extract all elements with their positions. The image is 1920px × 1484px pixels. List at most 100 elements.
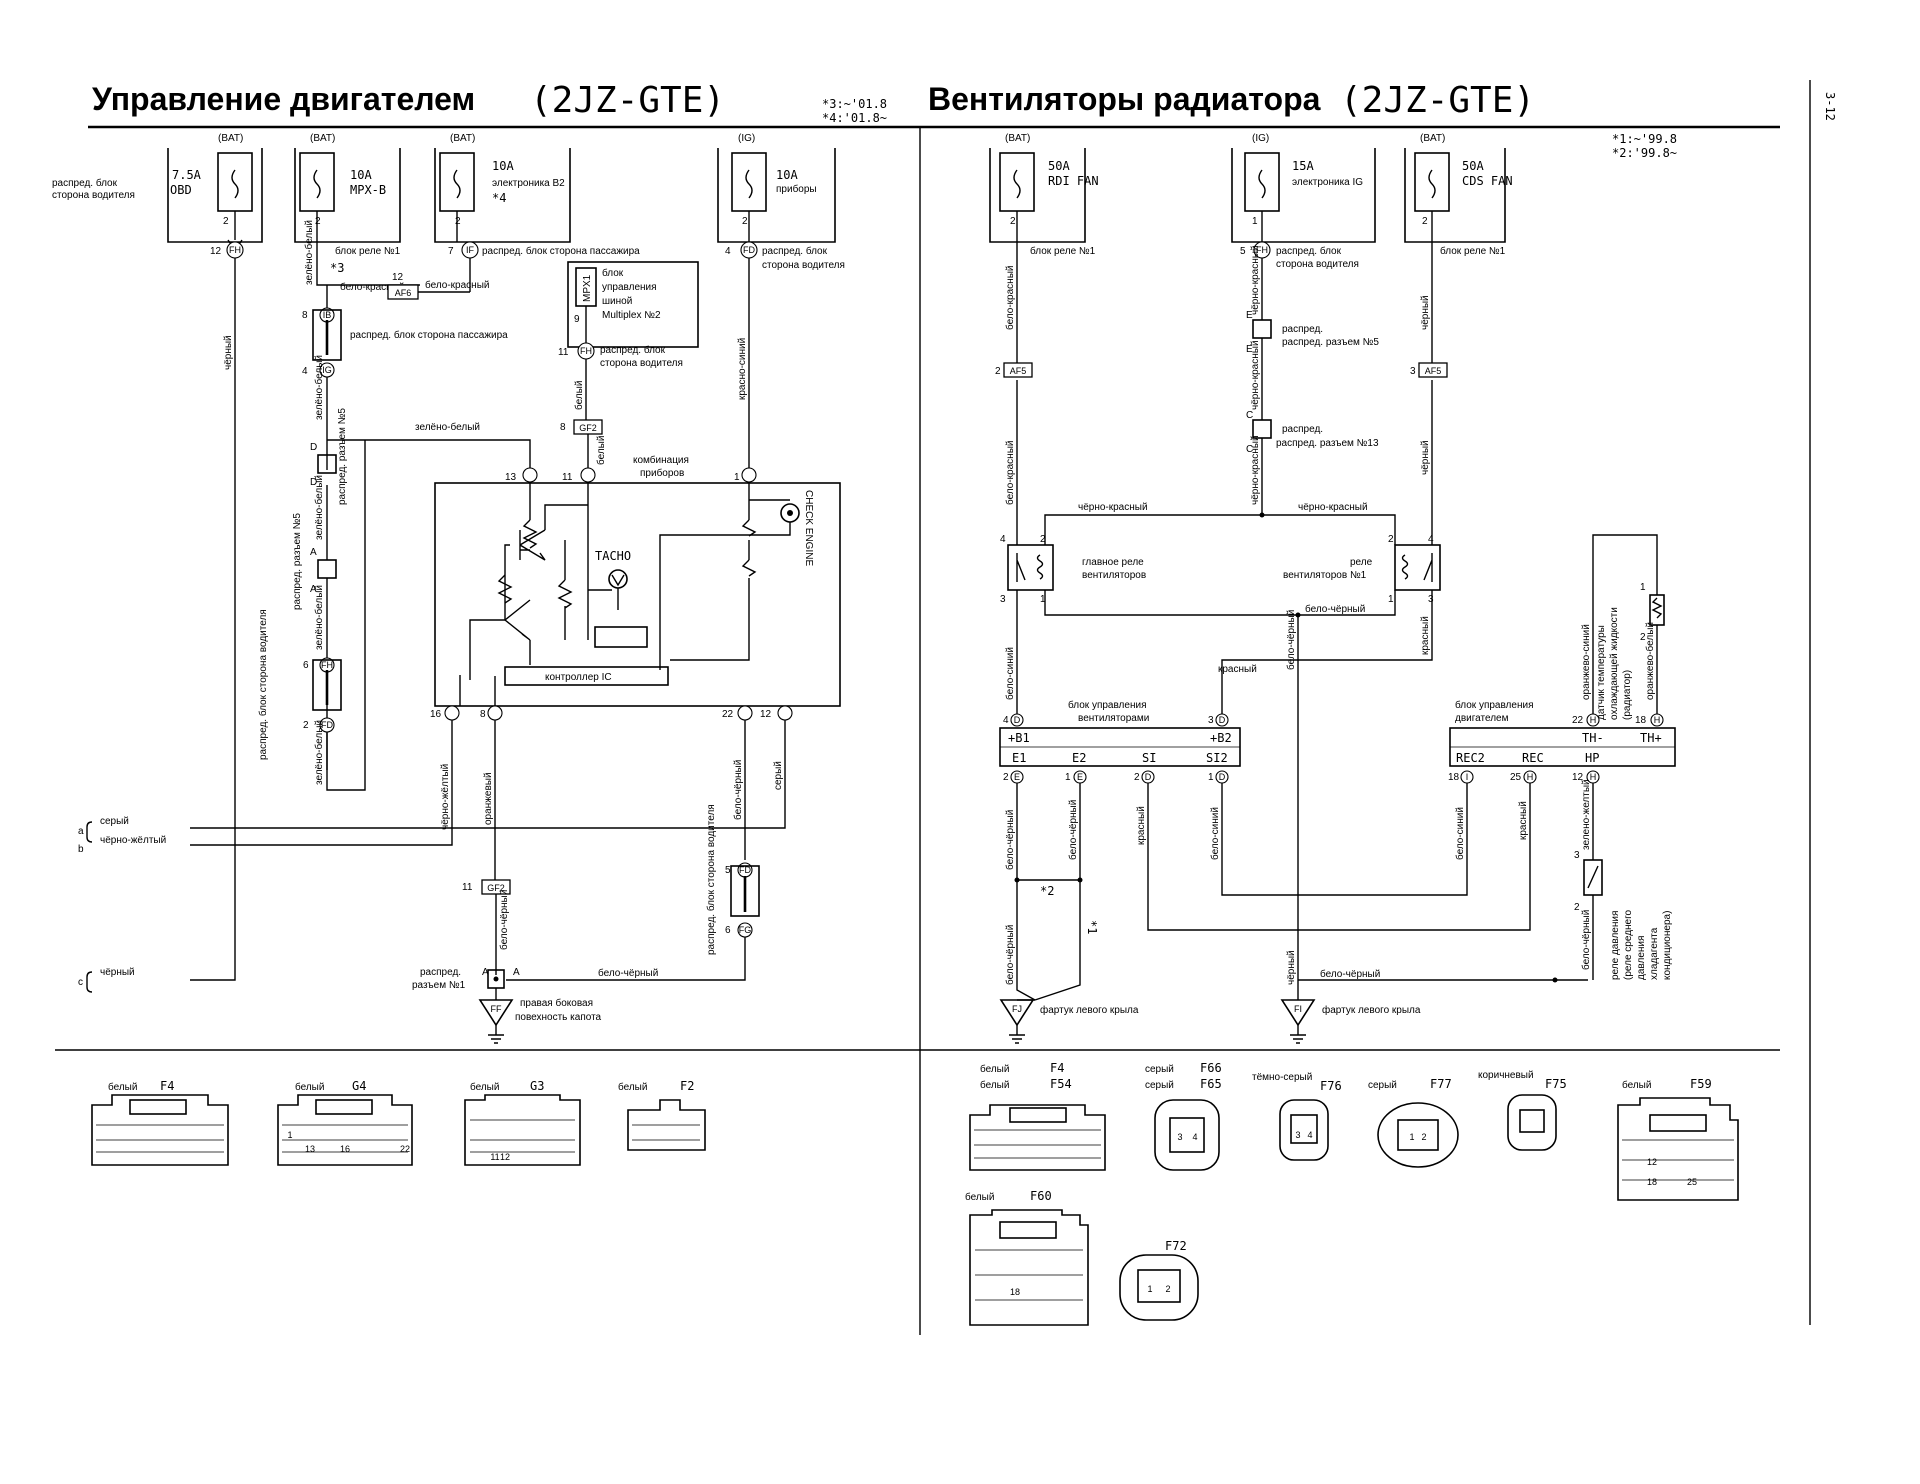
svg-text:CDS FAN: CDS FAN [1462, 174, 1513, 188]
svg-text:1: 1 [1147, 1284, 1152, 1294]
svg-text:A: A [513, 967, 520, 978]
svg-text:серый: серый [773, 761, 784, 790]
svg-text:F4: F4 [1050, 1061, 1064, 1075]
svg-text:бело-синий: бело-синий [1209, 807, 1221, 860]
svg-text:2: 2 [455, 216, 461, 227]
svg-text:(радиатор): (радиатор) [1622, 670, 1633, 720]
svg-text:распред. разъем №13: распред. разъем №13 [1276, 438, 1379, 449]
svg-text:F54: F54 [1050, 1077, 1072, 1091]
svg-text:белый: белый [618, 1081, 647, 1093]
svg-text:1: 1 [1388, 594, 1394, 605]
svg-text:красный: красный [1420, 616, 1431, 655]
svg-text:2: 2 [1422, 216, 1428, 227]
svg-text:чёрно-красный: чёрно-красный [1250, 245, 1261, 315]
svg-text:AF5: AF5 [1010, 366, 1027, 376]
svg-text:4: 4 [1003, 715, 1009, 726]
svg-text:5: 5 [1240, 246, 1246, 257]
svg-text:TH-: TH- [1582, 731, 1604, 745]
fuse-cds-fan: (BAT) 50A CDS FAN 2 [1404, 133, 1513, 243]
left-note-1: *3:~'01.8 [822, 97, 887, 111]
svg-text:блок реле №1: блок реле №1 [1030, 245, 1096, 257]
jb-driver-junction-fh: 6 FH 2 FD [303, 657, 342, 733]
svg-text:датчик температуры: датчик температуры [1596, 625, 1607, 720]
svg-text:двигателем: двигателем [1455, 713, 1509, 724]
svg-text:бело-чёрный: бело-чёрный [1580, 910, 1592, 970]
svg-text:*3: *3 [330, 261, 344, 275]
svg-text:красный: красный [1218, 664, 1257, 675]
svg-text:A: A [482, 967, 489, 978]
left-pin-fif-7: 7 IF [448, 211, 479, 292]
svg-text:GF2: GF2 [579, 423, 597, 433]
svg-text:серый: серый [1145, 1080, 1174, 1091]
svg-text:приборы: приборы [776, 183, 817, 195]
svg-text:E2: E2 [1072, 751, 1086, 765]
svg-text:FH: FH [321, 660, 333, 670]
svg-text:белый: белый [1622, 1079, 1651, 1091]
svg-text:6: 6 [725, 925, 731, 936]
svg-text:распред. разъем №5: распред. разъем №5 [292, 513, 303, 610]
svg-text:чёрный: чёрный [1286, 950, 1297, 985]
svg-text:*1: *1 [1085, 920, 1099, 934]
ground-ff: FF [478, 999, 514, 1044]
svg-text:F72: F72 [1165, 1239, 1187, 1253]
label-relay-block-1-left: блок реле №1 [335, 245, 401, 257]
wire-br-relays [1044, 514, 1396, 545]
svg-text:4: 4 [1307, 1130, 1312, 1140]
fuse-instruments: (IG) 10A приборы 2 [717, 133, 836, 243]
svg-text:I: I [1466, 772, 1469, 782]
svg-text:G3: G3 [530, 1079, 544, 1093]
svg-text:вентиляторами: вентиляторами [1078, 713, 1149, 724]
svg-text:F59: F59 [1690, 1077, 1712, 1091]
right-note-1: *1:~'99.8 [1612, 132, 1677, 146]
svg-text:D: D [1219, 715, 1226, 725]
svg-text:H: H [1654, 715, 1661, 725]
svg-text:H: H [1590, 772, 1597, 782]
svg-text:блок управления: блок управления [1068, 699, 1146, 711]
svg-text:F75: F75 [1545, 1077, 1567, 1091]
svg-text:зелёно-белый: зелёно-белый [313, 355, 325, 420]
svg-text:бело-чёрный: бело-чёрный [1004, 810, 1016, 870]
svg-text:оранжевый: оранжевый [483, 772, 494, 825]
svg-text:MPX1: MPX1 [582, 274, 593, 302]
svg-text:(реле среднего: (реле среднего [1623, 909, 1634, 980]
cluster-bottom-pins: 16 8 22 12 [430, 705, 793, 721]
svg-text:13: 13 [305, 1144, 315, 1154]
svg-text:HP: HP [1585, 751, 1599, 765]
svg-text:белый: белый [573, 381, 585, 410]
label-jb-driver-3: распред. блок [600, 344, 666, 356]
svg-text:чёрно-красный: чёрно-красный [1250, 435, 1261, 505]
svg-text:чёрно-жёлтый: чёрно-жёлтый [100, 835, 166, 846]
svg-text:11: 11 [558, 347, 569, 358]
svg-text:C: C [1246, 410, 1253, 421]
svg-text:FJ: FJ [1012, 1004, 1022, 1014]
svg-text:18: 18 [1635, 715, 1647, 726]
ground-fi: FI [1280, 999, 1316, 1044]
connector-f4-f54: белый F4 белый F54 [969, 1061, 1106, 1171]
svg-text:2: 2 [223, 216, 229, 227]
svg-text:12: 12 [1647, 1157, 1657, 1167]
left-title: Управление двигателем [92, 81, 475, 117]
connector-f2: белый F2 [618, 1079, 706, 1151]
svg-text:белый: белый [108, 1081, 137, 1093]
svg-text:25: 25 [1510, 772, 1522, 783]
svg-text:D: D [310, 477, 317, 488]
svg-text:зелёно-белый: зелёно-белый [313, 585, 325, 650]
svg-text:C: C [1246, 444, 1253, 455]
svg-text:TACHO: TACHO [595, 549, 631, 563]
svg-text:распред. разъем №5: распред. разъем №5 [1282, 337, 1379, 348]
left-note-2: *4:'01.8~ [822, 111, 887, 125]
svg-text:реле: реле [1350, 557, 1373, 568]
svg-text:сторона водителя: сторона водителя [600, 358, 683, 369]
svg-text:3: 3 [1410, 366, 1416, 377]
svg-text:Multiplex №2: Multiplex №2 [602, 310, 661, 321]
side-ref-c: c чёрный [78, 967, 135, 993]
svg-text:12: 12 [392, 272, 404, 283]
svg-text:серый: серый [1145, 1064, 1174, 1075]
fuse-rdi-fan: (BAT) 50A RDI FAN 2 [989, 133, 1099, 243]
svg-text:разъем №1: разъем №1 [412, 980, 466, 991]
svg-text:бело-чёрный: бело-чёрный [1067, 800, 1079, 860]
